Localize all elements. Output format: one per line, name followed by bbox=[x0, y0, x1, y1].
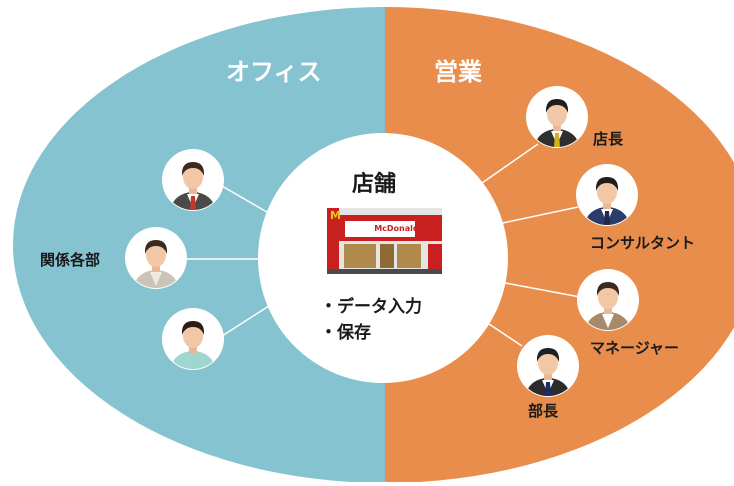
role-department-head: 部長 bbox=[528, 402, 559, 420]
sales-title: 営業 bbox=[434, 58, 482, 86]
manager-person-icon bbox=[577, 269, 639, 331]
office-person-1-icon bbox=[162, 149, 224, 211]
role-consultant: コンサルタント bbox=[590, 234, 696, 252]
related-departments-label: 関係各部 bbox=[40, 251, 101, 269]
center-title: 店舗 bbox=[352, 172, 397, 197]
consultant-person-icon bbox=[576, 164, 638, 226]
role-manager: マネージャー bbox=[590, 339, 679, 357]
center-item-data-entry: ・データ入力 bbox=[320, 297, 422, 317]
connector-lines bbox=[186, 143, 581, 347]
office-person-3-icon bbox=[162, 308, 224, 370]
sales-area bbox=[385, 7, 734, 482]
department-head-person-icon bbox=[517, 335, 579, 397]
svg-text:M: M bbox=[330, 209, 341, 222]
avatars bbox=[125, 86, 639, 397]
role-store-manager: 店長 bbox=[593, 130, 624, 148]
office-person-2-icon bbox=[125, 227, 187, 289]
office-title: オフィス bbox=[226, 58, 322, 86]
office-area bbox=[13, 7, 385, 482]
store-sign-text: McDonald's bbox=[374, 224, 426, 233]
store-building-icon: M McDonald's bbox=[327, 208, 442, 274]
store-manager-person-icon bbox=[526, 86, 588, 148]
center-item-save: ・保存 bbox=[320, 323, 371, 343]
